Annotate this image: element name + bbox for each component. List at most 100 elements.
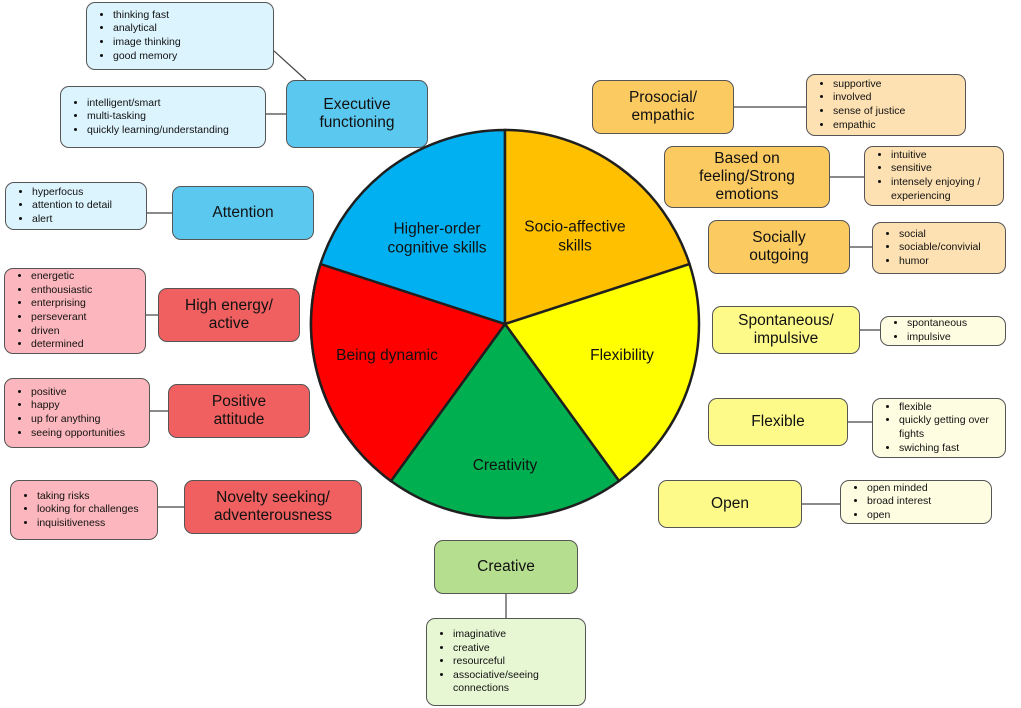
details-item: broad interest <box>867 495 931 509</box>
details-item: intelligent/smart <box>87 97 229 111</box>
details-item: image thinking <box>113 36 181 50</box>
details-item: up for anything <box>31 413 125 427</box>
details-item: social <box>899 228 981 242</box>
details-item: enterprising <box>31 297 92 311</box>
category-label-line: attitude <box>213 411 265 428</box>
details-item: seeing opportunities <box>31 427 125 441</box>
details-item: imaginative <box>453 628 579 642</box>
details-item: perseverant <box>31 311 92 325</box>
details-item: looking for challenges <box>37 503 139 517</box>
details-item: thinking fast <box>113 9 181 23</box>
details-item: associative/seeing connections <box>453 669 579 696</box>
category-label-line: adventerousness <box>213 507 333 524</box>
details-item: resourceful <box>453 655 579 669</box>
details-item: sense of justice <box>833 105 905 119</box>
details-list: flexiblequickly getting over fightsswich… <box>877 401 999 456</box>
details-list: taking riskslooking for challengesinquis… <box>15 490 139 531</box>
category-label-line: Based on <box>714 150 780 168</box>
pie-segment-dynamic <box>309 262 508 483</box>
details-item: quickly getting over fights <box>899 414 999 441</box>
category-label-line: Open <box>711 495 749 513</box>
details-item: positive <box>31 386 125 400</box>
details-item: inquisitiveness <box>37 517 139 531</box>
details-high-energy: energeticenthousiasticenterprisingpersev… <box>4 268 146 354</box>
details-item: taking risks <box>37 490 139 504</box>
category-label-line: Positive <box>211 393 267 411</box>
details-list: thinking fastanalyticalimage thinkinggoo… <box>91 9 181 64</box>
category-creative: Creative <box>434 540 578 594</box>
category-prosocial: Prosocial/empathic <box>592 80 734 134</box>
category-label-line: active <box>208 315 250 332</box>
details-item: intensely enjoying / experiencing <box>891 176 997 203</box>
details-list: imaginativecreativeresourcefulassociativ… <box>431 628 579 696</box>
category-attention: Attention <box>172 186 314 240</box>
category-flexible: Flexible <box>708 398 848 446</box>
category-open: Open <box>658 480 802 528</box>
category-spontaneous: Spontaneous/impulsive <box>712 306 860 354</box>
pie-label-creativity: Creativity <box>473 457 538 474</box>
details-item: open minded <box>867 482 931 496</box>
details-item: energetic <box>31 270 92 284</box>
details-item: analytical <box>113 22 181 36</box>
details-prosocial: supportiveinvolvedsense of justiceempath… <box>806 74 966 136</box>
category-label-line: Attention <box>212 204 274 222</box>
details-creative: imaginativecreativeresourcefulassociativ… <box>426 618 586 706</box>
details-item: good memory <box>113 50 181 64</box>
category-label-line: Creative <box>477 558 535 576</box>
details-item: empathic <box>833 119 905 133</box>
category-label-line: outgoing <box>749 247 809 264</box>
details-item: intuitive <box>891 149 997 163</box>
pie-label-flexibility: Flexibility <box>590 347 654 364</box>
details-item: happy <box>31 399 125 413</box>
category-high-energy: High energy/active <box>158 288 300 342</box>
pie-segment-creativity <box>389 321 621 520</box>
details-open: open mindedbroad interestopen <box>840 480 992 524</box>
details-item: driven <box>31 325 92 339</box>
details-item: spontaneous <box>907 317 967 331</box>
details-list: spontaneousimpulsive <box>885 317 967 344</box>
category-label-line: Flexible <box>751 413 805 431</box>
connector-executive <box>273 50 307 81</box>
details-list: intuitivesensitiveintensely enjoying / e… <box>869 149 997 204</box>
category-label-line: Spontaneous/ <box>738 312 834 330</box>
details-item: involved <box>833 91 905 105</box>
details-item: flexible <box>899 401 999 415</box>
category-label-line: Prosocial/ <box>628 89 698 107</box>
category-label-line: feeling/Strong <box>699 168 795 186</box>
details-feeling: intuitivesensitiveintensely enjoying / e… <box>864 146 1004 206</box>
category-label-line: empathic <box>631 107 695 124</box>
details-item: creative <box>453 642 579 656</box>
details-item: humor <box>899 255 981 269</box>
category-label-line: Executive <box>323 96 391 114</box>
details-socially: socialsociable/convivialhumor <box>872 222 1006 274</box>
details-novelty: taking riskslooking for challengesinquis… <box>10 480 158 540</box>
details-item: attention to detail <box>32 199 112 213</box>
category-label-line: Novelty seeking/ <box>216 489 330 507</box>
details-list: intelligent/smartmulti-taskingquickly le… <box>65 97 229 138</box>
category-novelty: Novelty seeking/adventerousness <box>184 480 362 534</box>
category-label-line: impulsive <box>753 330 819 347</box>
details-list: energeticenthousiasticenterprisingpersev… <box>9 270 92 352</box>
category-label-line: High energy/ <box>185 297 273 315</box>
pie-segment-flexibility <box>502 262 701 483</box>
details-list: supportiveinvolvedsense of justiceempath… <box>811 78 905 133</box>
details-positive: positivehappyup for anythingseeing oppor… <box>4 378 150 448</box>
details-item: quickly learning/understanding <box>87 124 229 138</box>
details-item: sensitive <box>891 162 997 176</box>
pie-segment-socio <box>503 128 692 326</box>
details-executive: thinking fastanalyticalimage thinkinggoo… <box>86 2 274 70</box>
pie-label-dynamic: Being dynamic <box>336 347 438 364</box>
details-item: alert <box>32 213 112 227</box>
details-attention: hyperfocusattention to detailalert <box>5 182 147 230</box>
category-label-line: functioning <box>319 114 395 131</box>
details-list: positivehappyup for anythingseeing oppor… <box>9 386 125 441</box>
details-item: swiching fast <box>899 442 999 456</box>
